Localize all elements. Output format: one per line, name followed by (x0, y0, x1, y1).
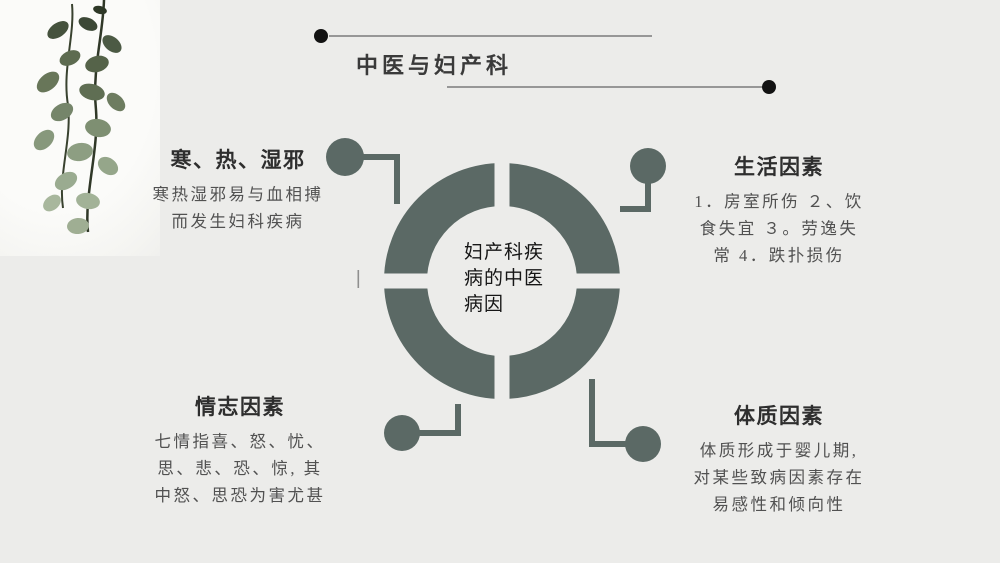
donut-gap-horizontal (371, 273, 633, 289)
factor-line: 易感性和倾向性 (712, 495, 846, 514)
factor-heading: 体质因素 (734, 404, 824, 428)
text-cursor-tick (357, 270, 360, 288)
plant-leaves (33, 5, 126, 235)
connector-top-right-line (620, 166, 651, 212)
factor-cold-heat-damp: 寒、热、湿邪 寒热湿邪易与血相搏 而发生妇科疾病 (128, 144, 348, 235)
factor-life: 生活因素 1．房室所伤 ２、饮 食失宜 ３。劳逸失 常 4．跌扑损伤 (674, 151, 884, 269)
factor-emotion: 情志因素 七情指喜、怒、忧、 思、悲、恐、惊, 其 中怒、思恐为害尤甚 (130, 391, 350, 509)
slide-title: 中医与妇产科 (356, 53, 513, 78)
factor-line: 体质形成于婴儿期, (699, 441, 859, 460)
title-rule-left-dot (314, 29, 328, 43)
connector-bottom-left-line (402, 404, 461, 436)
factor-constitution: 体质因素 体质形成于婴儿期, 对某些致病因素存在 易感性和倾向性 (668, 400, 890, 518)
factor-line: 中怒、思恐为害尤甚 (154, 486, 326, 505)
factor-line: 食失宜 ３。劳逸失 (699, 219, 859, 238)
donut-center-line: 病因 (464, 294, 505, 315)
connector-bottom-right-line (589, 379, 643, 447)
factor-body: 七情指喜、怒、忧、 思、悲、恐、惊, 其 中怒、思恐为害尤甚 (130, 428, 350, 509)
factor-heading: 情志因素 (195, 395, 285, 419)
donut-center-label: 妇产科疾 病的中医 病因 (464, 240, 560, 318)
factor-line: 而发生妇科疾病 (171, 212, 305, 231)
plant-photo (0, 0, 160, 256)
donut-center-line: 病的中医 (464, 268, 545, 289)
factor-line: 七情指喜、怒、忧、 (154, 432, 326, 451)
factor-line: 寒热湿邪易与血相搏 (152, 185, 324, 204)
factor-line: 1．房室所伤 ２、饮 (694, 192, 864, 211)
factor-heading: 寒、热、湿邪 (170, 148, 306, 172)
factor-body: 1．房室所伤 ２、饮 食失宜 ３。劳逸失 常 4．跌扑损伤 (674, 188, 884, 269)
eucalyptus-branch-illustration (33, 0, 126, 235)
factor-body: 体质形成于婴儿期, 对某些致病因素存在 易感性和倾向性 (668, 437, 890, 518)
factor-line: 对某些致病因素存在 (693, 468, 865, 487)
factor-line: 常 4．跌扑损伤 (713, 246, 845, 265)
factor-body: 寒热湿邪易与血相搏 而发生妇科疾病 (128, 181, 348, 235)
factor-heading: 生活因素 (734, 155, 824, 179)
title-rule-right-dot (762, 80, 776, 94)
factor-line: 思、悲、恐、惊, 其 (157, 459, 323, 478)
connector-top-left-line (345, 154, 400, 204)
donut-center-line: 妇产科疾 (464, 242, 545, 263)
